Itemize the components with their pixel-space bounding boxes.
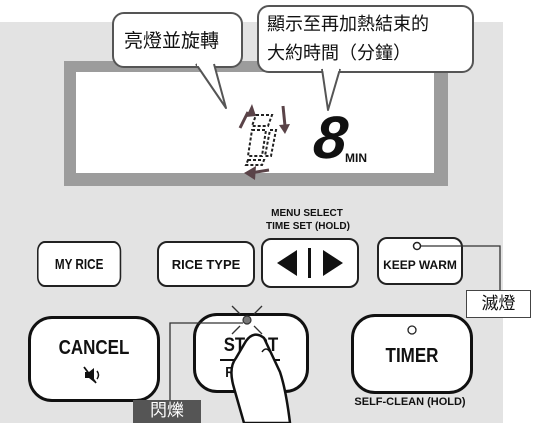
rice-type-button[interactable]: RICE TYPE <box>157 241 255 287</box>
my-rice-button[interactable]: MY RICE <box>37 241 122 287</box>
callout-reheat-time: 顯示至再加熱結束的 大約時間（分鐘） <box>257 5 474 73</box>
rotation-arrowhead-3-icon <box>244 166 256 180</box>
blink-rays-icon <box>231 305 263 335</box>
rotation-arrowhead-1-icon <box>246 104 256 117</box>
callout-reheat-time-line2: 大約時間（分鐘） <box>267 43 411 64</box>
blink-label: 閃爍 <box>133 400 201 423</box>
callout-lights-and-rotates: 亮燈並旋轉 <box>112 12 243 68</box>
keep-warm-button[interactable]: KEEP WARM <box>377 237 463 285</box>
menu-select-arrow-button[interactable] <box>261 238 359 288</box>
timer-indicator-lamp-icon <box>407 325 417 335</box>
light-off-label: 滅燈 <box>466 290 531 318</box>
callout-reheat-time-line1: 顯示至再加熱結束的 <box>267 14 429 35</box>
callout-lights-and-rotates-text: 亮燈並旋轉 <box>124 30 220 52</box>
indicator-lamp-icon <box>412 241 422 251</box>
timer-button[interactable]: TIMER <box>351 314 473 394</box>
cancel-button[interactable]: CANCEL <box>28 316 160 402</box>
left-right-arrows-icon <box>277 248 343 278</box>
self-clean-hold-label: SELF-CLEAN (HOLD) <box>354 396 466 408</box>
time-set-hold-label-text: TIME SET (HOLD) <box>266 221 350 232</box>
menu-select-label: MENU SELECT <box>271 208 343 219</box>
rotating-segment-digit-icon <box>244 114 278 166</box>
start-indicator-lamp-icon <box>242 315 252 325</box>
lcd-unit-label: MIN <box>345 151 367 165</box>
cancel-label: CANCEL <box>58 337 130 359</box>
speaker-mute-icon <box>83 366 100 384</box>
rotation-arrowhead-2-icon <box>279 124 290 134</box>
timer-label: TIMER <box>385 345 439 367</box>
